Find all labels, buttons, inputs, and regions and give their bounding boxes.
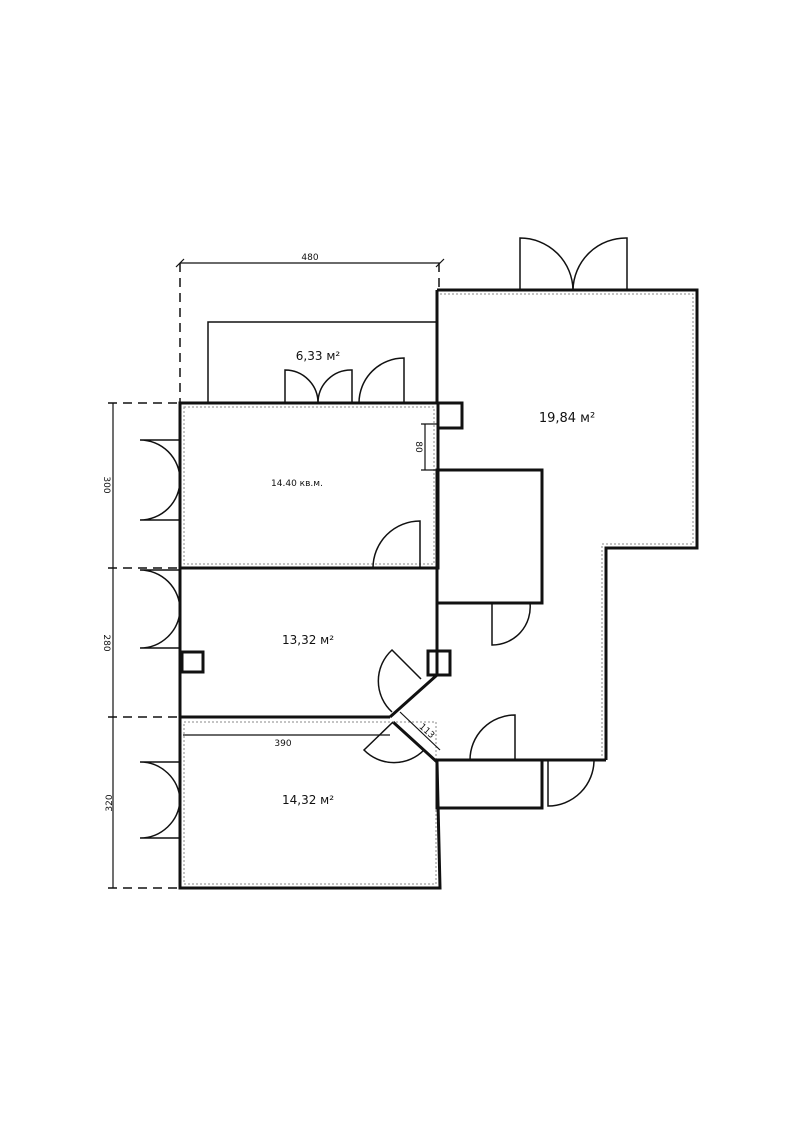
dimension-left-bottom: 320 bbox=[105, 794, 115, 811]
dimension-top bbox=[175, 258, 445, 403]
room-area-label: 13,32 м² bbox=[282, 633, 334, 647]
dimension-diagonal-label: 113 bbox=[417, 722, 436, 741]
dimension-inner-label: 390 bbox=[274, 739, 291, 749]
room-large-walls bbox=[435, 288, 699, 760]
pillar bbox=[426, 649, 452, 677]
dimension-left bbox=[108, 402, 180, 889]
dimension-diagonal-line bbox=[399, 711, 441, 751]
dimension-top-label: 480 bbox=[301, 253, 318, 263]
storage-wall bbox=[207, 321, 437, 403]
dimension-left-top: 300 bbox=[101, 476, 111, 493]
door-icons bbox=[139, 237, 628, 839]
dimension-opening-label: 80 bbox=[413, 441, 423, 453]
small-room-walls bbox=[435, 758, 544, 810]
dimension-opening bbox=[421, 423, 438, 471]
room-area-label: 19,84 м² bbox=[539, 411, 595, 426]
room-area-label: 6,33 м² bbox=[296, 349, 341, 363]
pillar bbox=[436, 401, 464, 430]
dimension-left-middle: 280 bbox=[101, 634, 111, 651]
pillar bbox=[180, 650, 205, 674]
room-area-label: 14,32 м² bbox=[282, 793, 334, 807]
room-area-label: 14.40 кв.м. bbox=[271, 479, 323, 489]
closet-walls bbox=[435, 468, 544, 605]
